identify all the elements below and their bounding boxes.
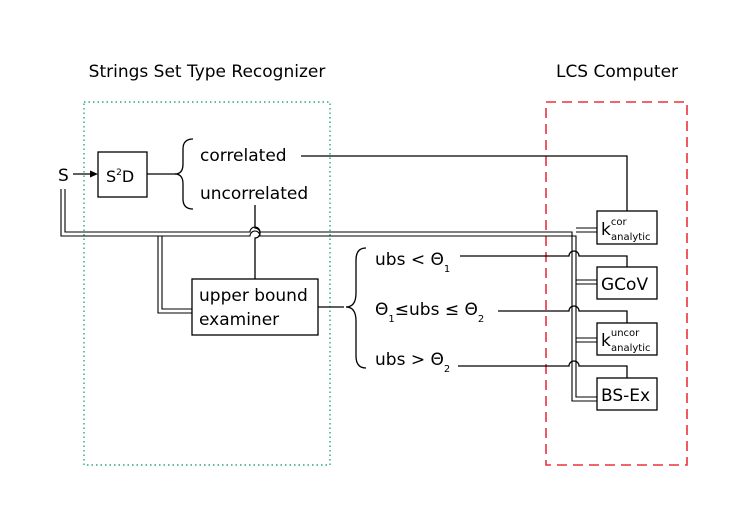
condition-between-label: Θ1≤ubs ≤ Θ2 [375, 300, 484, 325]
uncorrelated-label: uncorrelated [200, 184, 308, 204]
lcs-computer-region [545, 101, 688, 466]
examiner-label-line2: examiner [199, 310, 279, 330]
condition-lt-label: ubs < Θ1 [375, 250, 450, 275]
examiner-bus-outer [157, 236, 192, 314]
input-arrowhead [90, 170, 98, 178]
uncorrelated-connector [254, 205, 261, 279]
recognizer-title: Strings Set Type Recognizer [89, 62, 326, 82]
k-cor-analytic-box [596, 210, 658, 245]
type-brace [174, 138, 194, 210]
condition-gt-label: ubs > Θ2 [375, 350, 450, 375]
correlated-label: correlated [200, 146, 287, 166]
condition-brace [345, 247, 367, 369]
bs-ex-label: BS-Ex [601, 386, 650, 406]
input-label: S [58, 166, 69, 186]
gt-to-bsex-link [597, 365, 628, 378]
s2d-label: S2D [106, 167, 134, 186]
gcov-box [596, 266, 658, 300]
gcov-label: GCoV [601, 275, 648, 295]
condition-between-connector [498, 305, 597, 312]
lcs-computer-title: LCS Computer [556, 62, 678, 82]
examiner-bus-inner [161, 236, 192, 310]
between-to-kuncor-link [597, 310, 628, 323]
examiner-label-line1: upper bound [199, 286, 308, 306]
recognizer-region [83, 101, 331, 466]
lt-to-gcov-link [597, 255, 628, 267]
bs-ex-box [596, 377, 658, 411]
k-uncor-analytic-box [596, 322, 658, 356]
bus-inner [64, 189, 597, 402]
condition-lt-connector [460, 250, 597, 257]
correlated-connector [301, 155, 628, 211]
bus-outer [60, 189, 597, 398]
condition-gt-connector [458, 360, 597, 367]
upper-bound-examiner-box [191, 278, 319, 336]
